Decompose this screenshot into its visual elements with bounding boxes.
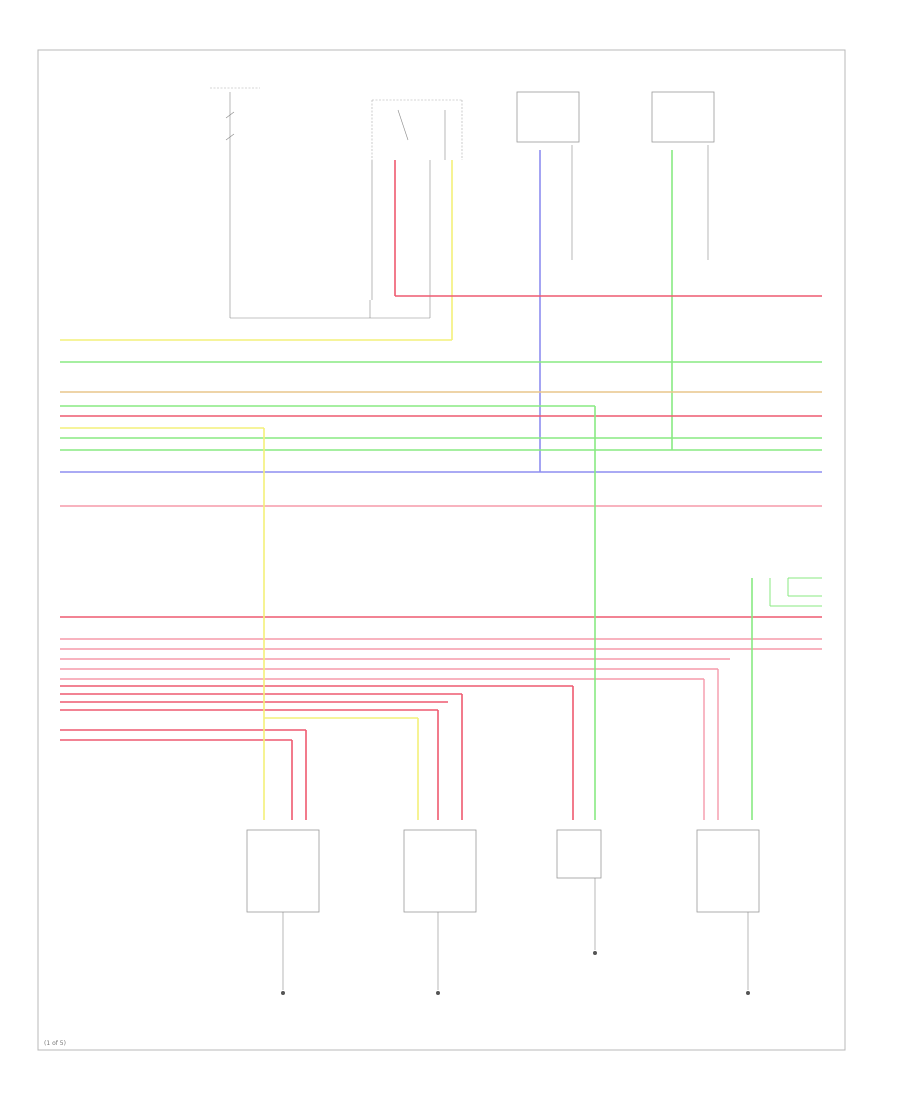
connector-icon [769, 577, 822, 607]
switch-icon [397, 109, 409, 141]
switch-icon [225, 111, 235, 119]
right-module-box [696, 829, 760, 913]
ignition-switch [210, 87, 431, 319]
right-front-module-box [651, 91, 715, 143]
ground-icon [436, 991, 440, 995]
ground-icon [746, 991, 750, 995]
ground-icon [593, 951, 597, 955]
center-module-box [556, 829, 602, 879]
diagram-frame [37, 49, 846, 1051]
ground-icon [281, 991, 285, 995]
combination-switch [371, 99, 463, 300]
left-seat-switch-box [246, 829, 320, 913]
right-seat-switch-box [403, 829, 477, 913]
left-front-module-box [516, 91, 580, 143]
page-label: (1 of 5) [44, 1040, 66, 1047]
